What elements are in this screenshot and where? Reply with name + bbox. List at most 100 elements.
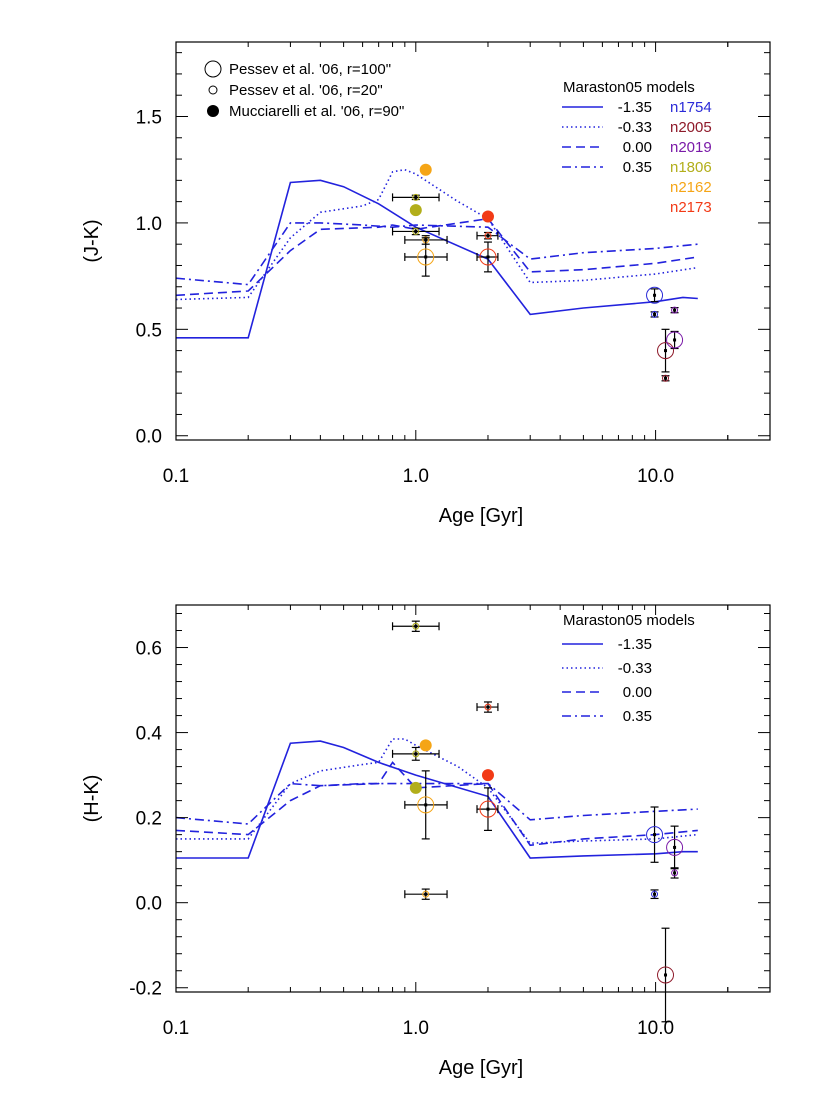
series-line--0.33 (176, 738, 698, 845)
data-point-n2173 (476, 231, 499, 240)
x-tick-label: 10.0 (637, 1018, 674, 1039)
point-center (414, 229, 418, 233)
cluster-label-n2162: n2162 (670, 179, 712, 196)
point-center (424, 803, 428, 807)
point-center (486, 255, 490, 259)
filled-marker (419, 739, 432, 752)
data-point-n1806 (409, 781, 422, 794)
data-point-n2173 (476, 701, 499, 713)
open-small-marker (484, 703, 492, 711)
y-tick-label: 0.4 (136, 724, 163, 745)
x-tick-label: 0.1 (163, 466, 189, 487)
legend-open-small-marker (208, 85, 218, 95)
point-center (414, 195, 418, 199)
models-legend: Maraston05 models-1.35-0.330.000.35n1754… (562, 79, 712, 216)
models-legend: Maraston05 models -1.35 -0.33 0.00 0.35 (562, 612, 695, 725)
data-point-n1806 (391, 746, 440, 761)
open-large-marker (479, 800, 497, 818)
x-axis-label: Age [Gyr] (439, 1057, 523, 1079)
y-tick-label: 0.0 (136, 427, 162, 448)
data-point-n1754 (646, 286, 664, 304)
open-small-marker (484, 232, 492, 240)
data-point-n1754 (650, 889, 659, 900)
point-center (673, 845, 677, 849)
data-point-n2162 (404, 888, 448, 900)
point-center (486, 705, 490, 709)
point-center (664, 376, 668, 380)
y-tick-label: 1.0 (136, 214, 162, 235)
open-small-marker (422, 890, 430, 898)
filled-marker (409, 781, 422, 794)
legend-model-label: -1.35 (618, 636, 652, 653)
data-point-n2173 (481, 210, 494, 223)
point-center (653, 833, 657, 837)
point-center (653, 312, 657, 316)
data-point-n1754 (650, 310, 659, 318)
point-center (664, 349, 668, 353)
filled-marker (409, 204, 422, 217)
x-tick-label: 0.1 (163, 1018, 189, 1039)
x-tick-label: 1.0 (403, 1018, 429, 1039)
legend-model-label: -1.35 (618, 99, 652, 116)
data-point-n1806 (409, 204, 422, 217)
open-small-marker (651, 890, 659, 898)
point-center (486, 234, 490, 238)
x-tick-label: 1.0 (403, 466, 429, 487)
y-axis-label: (H-K) (81, 775, 103, 823)
point-center (414, 752, 418, 756)
legend-model-label: -0.33 (618, 660, 652, 677)
open-small-marker (651, 310, 659, 318)
legend-open-large-marker (204, 60, 222, 78)
point-center (653, 293, 657, 297)
cluster-label-n1806: n1806 (670, 159, 712, 176)
cluster-label-n2005: n2005 (670, 119, 712, 136)
series-line--0.33 (176, 168, 698, 301)
x-axis-label: Age [Gyr] (439, 505, 523, 527)
data-point-n2173 (476, 787, 499, 831)
series-line--1.35 (176, 179, 698, 339)
open-large-marker (657, 966, 675, 984)
data-point-n2162 (404, 770, 448, 840)
point-center (424, 892, 428, 896)
legend-model-label: 0.35 (623, 159, 652, 176)
open-small-marker (412, 227, 420, 235)
legend-model-label: 0.35 (623, 708, 652, 725)
y-axis-label: (J-K) (81, 219, 103, 262)
data-point-n1806 (391, 227, 440, 236)
open-large-marker (479, 248, 497, 266)
legend-model-label: -0.33 (618, 119, 652, 136)
open-small-marker (671, 869, 679, 877)
legend-model-label: 0.00 (623, 684, 652, 701)
y-tick-label: -0.2 (129, 979, 162, 1000)
data-point-n2162 (419, 163, 432, 176)
data-point-n2162 (419, 739, 432, 752)
series-line-0.35 (176, 222, 698, 286)
legend-model-label: 0.00 (623, 139, 652, 156)
open-large-marker (417, 248, 435, 266)
filled-marker (419, 163, 432, 176)
plot-frame (175, 604, 771, 993)
series-line-0.35 (176, 782, 698, 825)
data-point-n2173 (476, 241, 499, 273)
cluster-label-n2173: n2173 (670, 199, 712, 216)
point-center (424, 255, 428, 259)
point-center (673, 338, 677, 342)
filled-marker (481, 769, 494, 782)
open-large-marker (646, 286, 664, 304)
point-center (653, 892, 657, 896)
data-point-n2005 (657, 328, 675, 373)
open-large-marker (666, 331, 684, 349)
data-point-n2019 (670, 867, 679, 879)
data-point-n2005 (661, 374, 670, 382)
point-center (673, 308, 677, 312)
point-center (664, 973, 668, 977)
open-small-marker (662, 374, 670, 382)
models-legend-title: Maraston05 models (563, 612, 695, 629)
data-point-n2162 (404, 237, 448, 277)
y-tick-label: 0.5 (136, 320, 162, 341)
y-tick-label: 0.2 (136, 809, 162, 830)
symbol-legend-label: Pessev et al. '06, r=20" (229, 82, 383, 99)
